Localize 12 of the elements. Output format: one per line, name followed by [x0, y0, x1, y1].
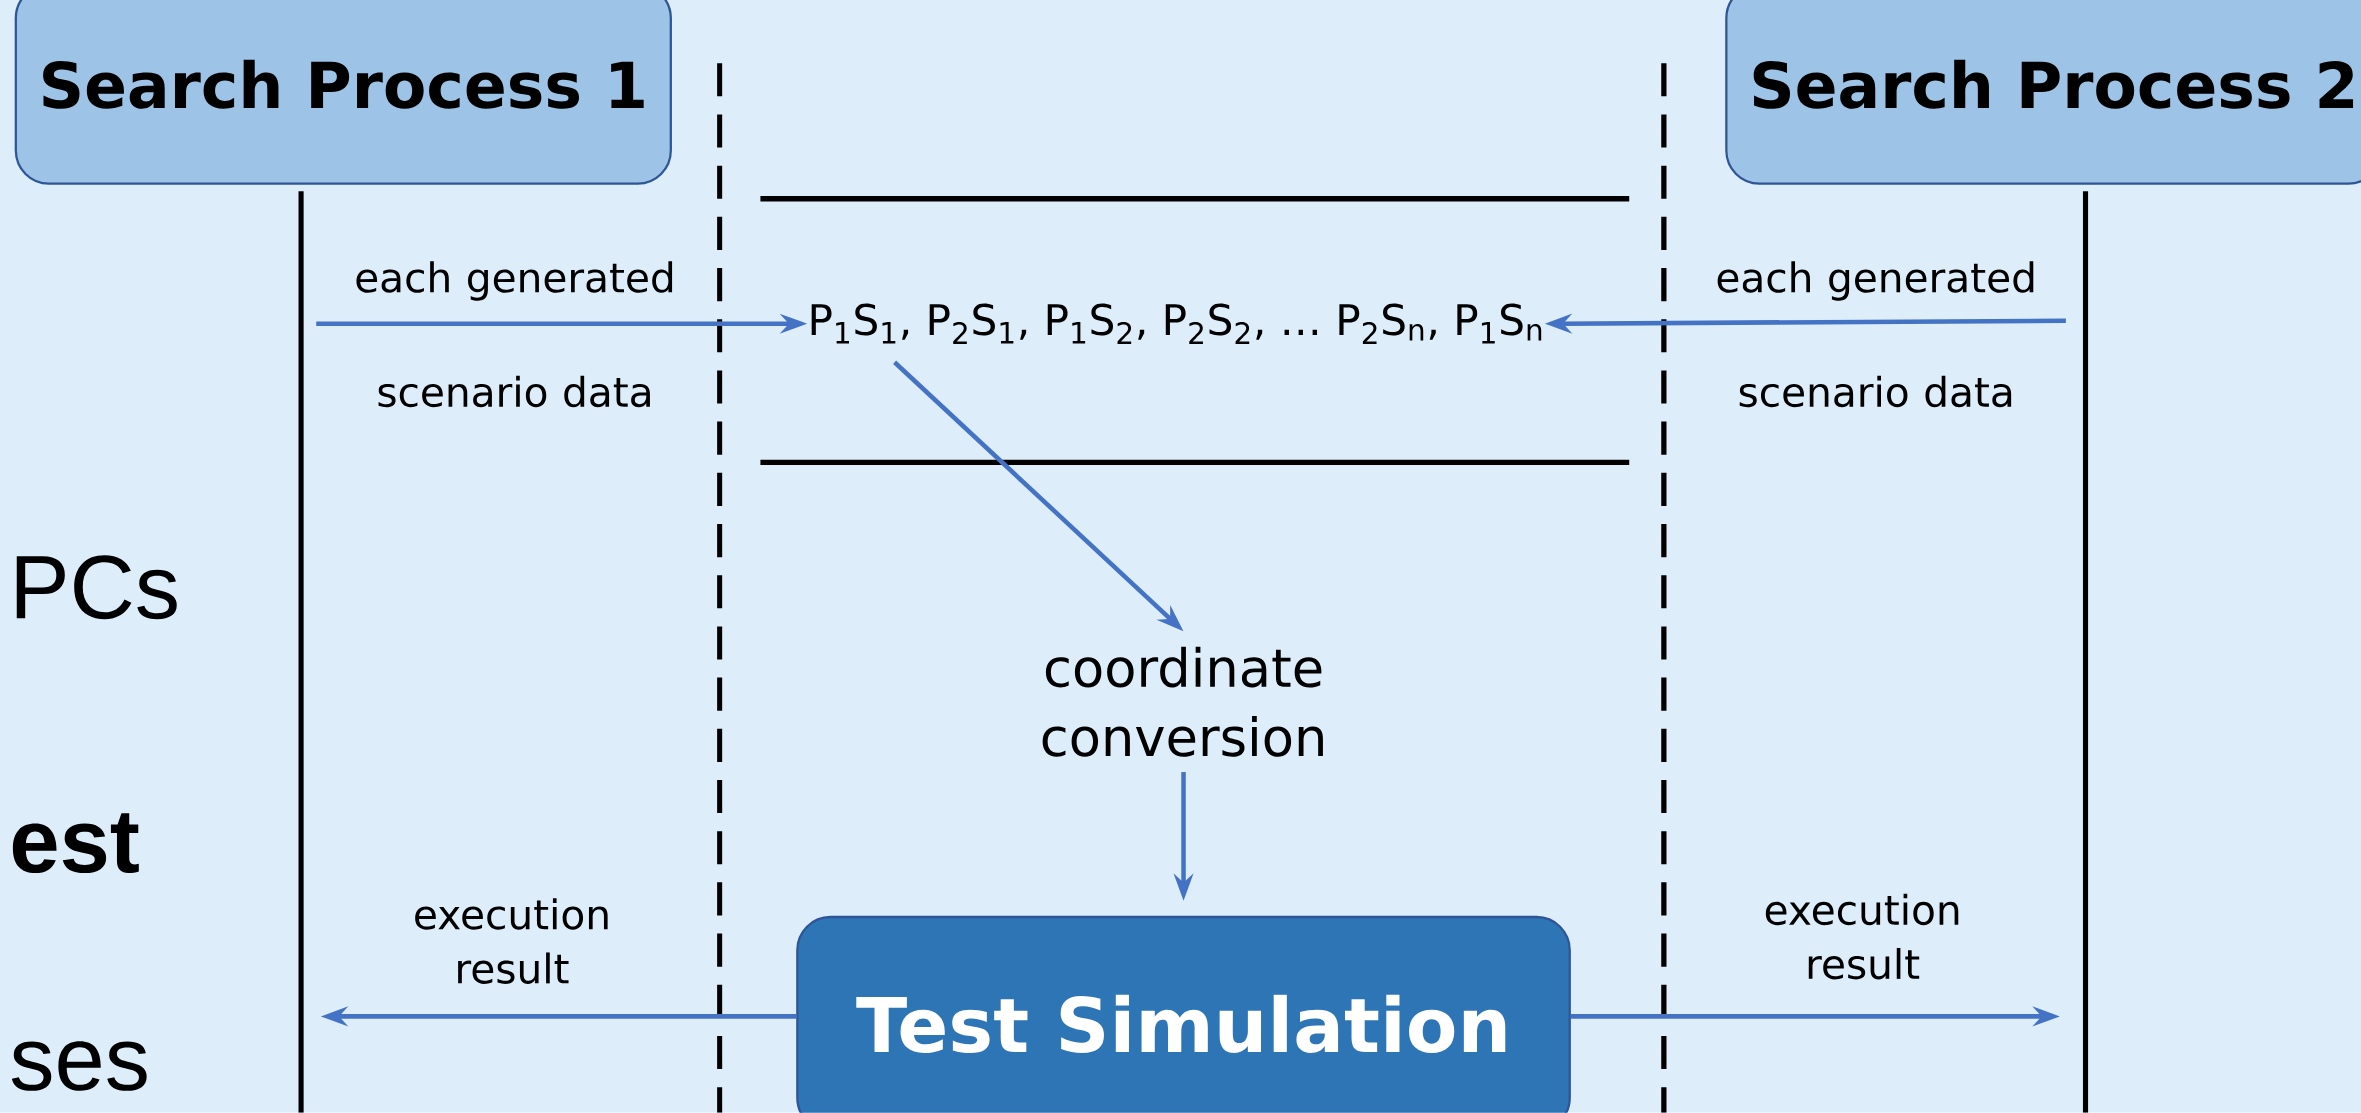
- slide-text: est: [12, 813, 139, 874]
- edge-label: each generated scenario data: [356, 261, 673, 408]
- step-text: coordinate conversion: [1042, 646, 1323, 757]
- process-box: Search Process 1: [14, 0, 672, 185]
- sequence-text: P$_{1}$S$_{1}$, P$_{2}$S$_{1}$, P$_{1}$S$_{2}$, P$_{2}$S$_{2}$, … P$_{2}$S$_{n}$, P$_{1}$S$_{n}$: [811, 303, 1542, 344]
- process-box: Test Simulation: [796, 916, 1571, 1113]
- slide-text: ses: [11, 1041, 147, 1091]
- edge-label: each generated scenario data: [1717, 261, 2034, 408]
- edge-label: execution result: [415, 898, 608, 985]
- process-box: Search Process 2: [1725, 0, 2361, 185]
- edge-label: execution result: [1765, 893, 1959, 980]
- slide-text: PCs: [16, 555, 177, 620]
